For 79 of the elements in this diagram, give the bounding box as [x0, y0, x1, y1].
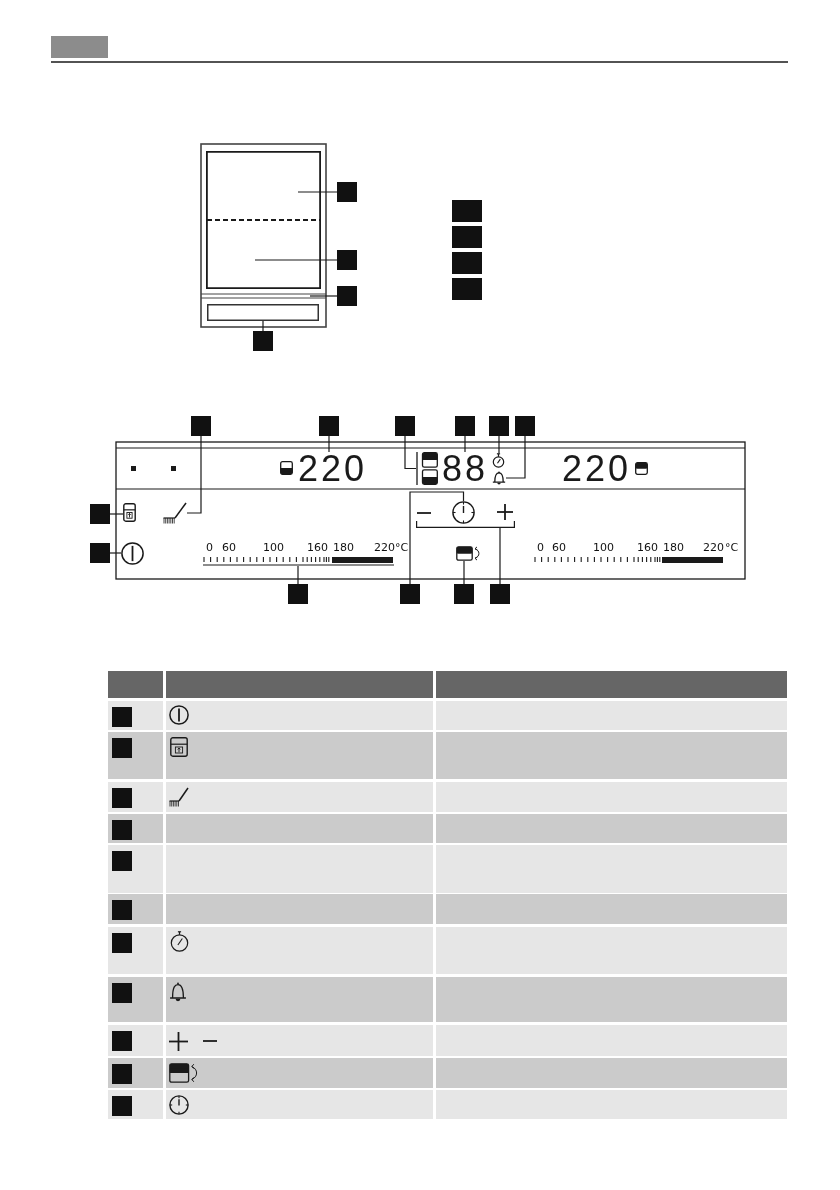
leader-line — [109, 552, 122, 554]
upper-cavity — [206, 151, 321, 220]
callout-marker — [288, 584, 308, 604]
scale-number: 100 — [593, 541, 614, 554]
scale-number: 220 — [703, 541, 724, 554]
callout-marker — [490, 584, 510, 604]
callout-marker — [319, 416, 339, 436]
leader-line — [109, 513, 124, 515]
scale-number: 60 — [222, 541, 236, 554]
display-digits: 220 — [295, 452, 370, 486]
door-drawer-seam — [201, 293, 326, 299]
callout-marker — [90, 543, 110, 563]
clock-icon — [452, 501, 475, 524]
callout-marker — [112, 933, 132, 953]
scale-number: 180 — [333, 541, 354, 554]
lower-cavity — [206, 220, 321, 289]
leader-line — [404, 435, 417, 470]
bell-icon — [492, 471, 506, 485]
scale-number: °C — [395, 541, 409, 554]
scale-number: 160 — [307, 541, 328, 554]
callout-marker — [455, 416, 475, 436]
leader-line — [328, 435, 330, 453]
callout-marker — [112, 738, 132, 758]
callout-marker — [454, 584, 474, 604]
callout-marker — [452, 252, 482, 274]
callout-marker — [452, 226, 482, 248]
scale-number: °C — [725, 541, 739, 554]
leader-line — [505, 435, 526, 479]
leader-line — [297, 191, 338, 193]
temperature-scale — [534, 555, 724, 566]
callout-marker — [112, 1031, 132, 1051]
scale-number: 160 — [637, 541, 658, 554]
compartment-selector-icon — [416, 452, 438, 485]
power-icon — [121, 542, 144, 565]
callout-marker — [191, 416, 211, 436]
callout-marker — [112, 1064, 132, 1084]
compartment-switch-icon — [456, 546, 481, 561]
display-digits: 88 — [439, 452, 491, 486]
scale-number: 100 — [263, 541, 284, 554]
callout-marker — [112, 707, 132, 727]
callout-marker — [452, 278, 482, 300]
display-digits: 220 — [560, 452, 633, 486]
callout-marker — [112, 983, 132, 1003]
callout-marker — [337, 286, 357, 306]
callout-marker — [337, 250, 357, 270]
leader-line — [186, 435, 202, 514]
callout-marker — [112, 788, 132, 808]
leader-line — [409, 491, 465, 585]
bracket — [416, 521, 515, 528]
callout-marker — [90, 504, 110, 524]
leader-line — [498, 435, 500, 454]
leader-line — [262, 320, 264, 332]
scale-number: 0 — [206, 541, 213, 554]
scale-number: 60 — [552, 541, 566, 554]
leader-line — [254, 259, 338, 261]
brush-icon — [163, 502, 187, 524]
callout-marker — [395, 416, 415, 436]
callout-marker — [112, 851, 132, 871]
callout-marker — [452, 200, 482, 222]
leader-line — [499, 527, 501, 585]
stopwatch-icon — [491, 453, 506, 468]
drawer-handle — [207, 304, 319, 321]
leader-line — [464, 435, 466, 453]
callout-marker — [253, 331, 273, 351]
scale-number: 0 — [537, 541, 544, 554]
callout-marker — [112, 820, 132, 840]
lock-icon — [123, 503, 136, 522]
callout-marker — [112, 900, 132, 920]
scale-number: 220 — [374, 541, 395, 554]
callout-marker — [112, 1096, 132, 1116]
leader-line — [309, 295, 338, 297]
temperature-scale — [203, 555, 394, 566]
leader-line — [297, 565, 299, 585]
scale-number: 180 — [663, 541, 684, 554]
callout-marker — [400, 584, 420, 604]
callout-marker — [337, 182, 357, 202]
leader-line — [463, 560, 465, 585]
callout-marker — [515, 416, 535, 436]
callout-marker — [489, 416, 509, 436]
